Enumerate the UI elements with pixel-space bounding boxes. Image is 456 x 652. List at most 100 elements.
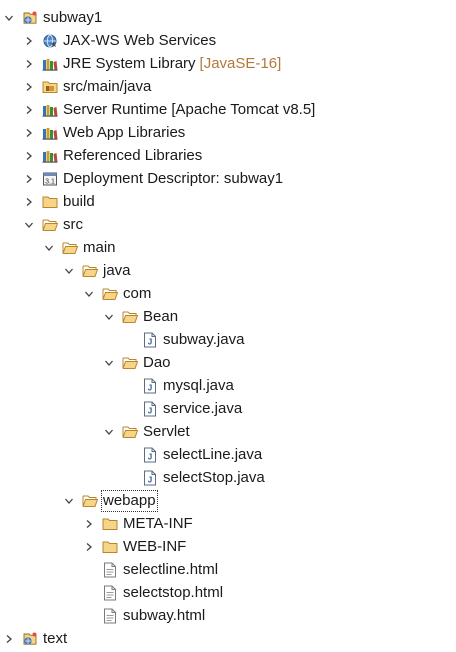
tree-item-com[interactable]: com xyxy=(0,282,456,305)
tree-item-label: text xyxy=(43,629,68,647)
tree-item-meta-inf[interactable]: META-INF xyxy=(0,512,456,535)
tree-item-referenced-libraries[interactable]: Referenced Libraries xyxy=(0,144,456,167)
collapse-chevron-icon[interactable] xyxy=(22,218,36,232)
svg-text:J: J xyxy=(148,337,152,346)
tree-item-main[interactable]: main xyxy=(0,236,456,259)
tree-item-deployment-descriptor-subway1[interactable]: 3.1 Deployment Descriptor: subway1 xyxy=(0,167,456,190)
tree-item-selectline-html[interactable]: selectline.html xyxy=(0,558,456,581)
java-file-icon: J xyxy=(142,447,158,463)
svg-text:J: J xyxy=(148,475,152,484)
expand-chevron-icon[interactable] xyxy=(22,57,36,71)
tree-item-label: Web App Libraries xyxy=(63,123,186,141)
tree-item-servlet[interactable]: Servlet xyxy=(0,420,456,443)
tree-item-jax-ws-web-services[interactable]: JAX-WS Web Services xyxy=(0,29,456,52)
web-services-icon xyxy=(42,33,58,49)
tree-item-label: Server Runtime [Apache Tomcat v8.5] xyxy=(63,100,316,118)
folder-icon xyxy=(102,539,118,555)
svg-text:J: J xyxy=(148,406,152,415)
collapse-chevron-icon[interactable] xyxy=(102,310,116,324)
tree-item-dao[interactable]: Dao xyxy=(0,351,456,374)
tree-item-label: Referenced Libraries xyxy=(63,146,203,164)
tree-item-label: selectline.html xyxy=(123,560,219,578)
tree-item-webapp[interactable]: webapp xyxy=(0,489,456,512)
tree-item-label: Dao xyxy=(143,353,171,371)
tree-item-label: subway1 xyxy=(43,8,103,26)
java-file-icon: J xyxy=(142,401,158,417)
collapse-chevron-icon[interactable] xyxy=(2,11,16,25)
tree-item-label: Deployment Descriptor: subway1 xyxy=(63,169,284,187)
web-project-icon xyxy=(22,10,38,26)
tree-item-bean[interactable]: Bean xyxy=(0,305,456,328)
expand-chevron-icon[interactable] xyxy=(22,195,36,209)
expand-chevron-icon[interactable] xyxy=(22,80,36,94)
tree-item-label: Servlet xyxy=(143,422,190,440)
tree-item-src-main-java[interactable]: src/main/java xyxy=(0,75,456,98)
folder-open-icon xyxy=(82,493,98,509)
expand-chevron-icon[interactable] xyxy=(22,149,36,163)
tree-item-label: java xyxy=(103,261,131,279)
html-file-icon xyxy=(102,585,118,601)
tree-item-selectstop-html[interactable]: selectstop.html xyxy=(0,581,456,604)
source-folder-icon xyxy=(42,79,58,95)
tree-item-label: mysql.java xyxy=(163,376,234,394)
tree-item-build[interactable]: build xyxy=(0,190,456,213)
tree-item-label: selectStop.java xyxy=(163,468,265,486)
library-icon xyxy=(42,148,58,164)
expand-chevron-icon[interactable] xyxy=(22,103,36,117)
svg-text:3.1: 3.1 xyxy=(45,178,55,185)
tree-item-web-app-libraries[interactable]: Web App Libraries xyxy=(0,121,456,144)
tree-item-label: META-INF xyxy=(123,514,193,532)
folder-open-icon xyxy=(122,355,138,371)
expand-chevron-icon[interactable] xyxy=(22,126,36,140)
expand-chevron-icon[interactable] xyxy=(2,632,16,646)
library-icon xyxy=(42,125,58,141)
deployment-descriptor-icon: 3.1 xyxy=(42,171,58,187)
java-file-icon: J xyxy=(142,332,158,348)
tree-item-web-inf[interactable]: WEB-INF xyxy=(0,535,456,558)
folder-open-icon xyxy=(42,217,58,233)
collapse-chevron-icon[interactable] xyxy=(102,425,116,439)
collapse-chevron-icon[interactable] xyxy=(42,241,56,255)
folder-open-icon xyxy=(82,263,98,279)
folder-open-icon xyxy=(122,309,138,325)
tree-item-label: JRE System Library xyxy=(63,54,196,72)
collapse-chevron-icon[interactable] xyxy=(62,264,76,278)
java-file-icon: J xyxy=(142,470,158,486)
folder-icon xyxy=(42,194,58,210)
expand-chevron-icon[interactable] xyxy=(22,34,36,48)
collapse-chevron-icon[interactable] xyxy=(82,287,96,301)
expand-chevron-icon[interactable] xyxy=(82,540,96,554)
tree-item-src[interactable]: src xyxy=(0,213,456,236)
tree-item-subway1[interactable]: subway1 xyxy=(0,6,456,29)
expand-chevron-icon[interactable] xyxy=(22,172,36,186)
tree-item-label: build xyxy=(63,192,95,210)
html-file-icon xyxy=(102,562,118,578)
java-file-icon: J xyxy=(142,378,158,394)
tree-item-decoration: [JavaSE-16] xyxy=(199,54,282,72)
web-project-icon xyxy=(22,631,38,647)
svg-text:J: J xyxy=(148,383,152,392)
tree-item-label: src/main/java xyxy=(63,77,152,95)
tree-item-text[interactable]: text xyxy=(0,627,456,650)
tree-item-label: subway.java xyxy=(163,330,245,348)
expand-chevron-icon[interactable] xyxy=(82,517,96,531)
collapse-chevron-icon[interactable] xyxy=(62,494,76,508)
folder-icon xyxy=(102,516,118,532)
tree-item-subway-html[interactable]: subway.html xyxy=(0,604,456,627)
tree-item-java[interactable]: java xyxy=(0,259,456,282)
tree-item-label: subway.html xyxy=(123,606,206,624)
folder-open-icon xyxy=(122,424,138,440)
collapse-chevron-icon[interactable] xyxy=(102,356,116,370)
tree-item-jre-system-library[interactable]: JRE System Library [JavaSE-16] xyxy=(0,52,456,75)
tree-item-label: main xyxy=(83,238,116,256)
tree-item-label: WEB-INF xyxy=(123,537,187,555)
tree-item-server-runtime-apache-tomcat-v8-5[interactable]: Server Runtime [Apache Tomcat v8.5] xyxy=(0,98,456,121)
tree-item-label: selectLine.java xyxy=(163,445,263,463)
tree-item-label: com xyxy=(123,284,152,302)
